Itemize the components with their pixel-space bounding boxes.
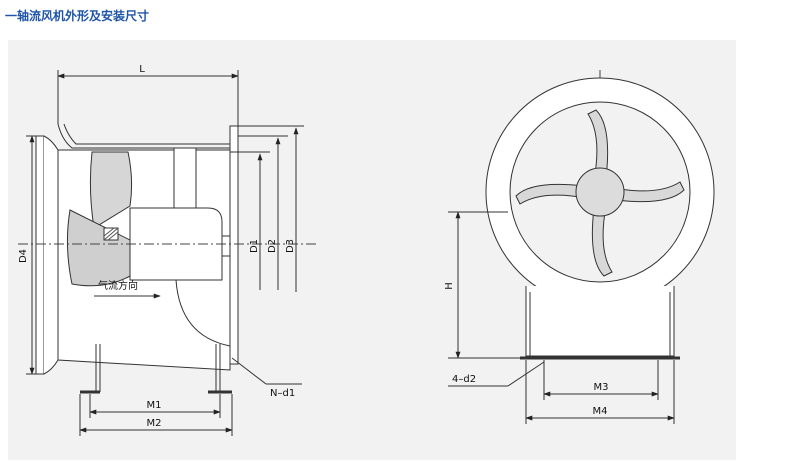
front-stand	[525, 286, 675, 357]
page-heading: 一轴流风机外形及安装尺寸	[5, 9, 150, 23]
label-D1: D1	[249, 239, 260, 253]
label-M3: M3	[594, 382, 609, 393]
fan-dimension-drawing: L D4 D1 D2 D3 气流方向 N–d1 M1 M2	[18, 64, 715, 436]
diffuser-curve	[175, 279, 231, 347]
motor-column	[173, 147, 197, 211]
label-L: L	[139, 64, 145, 75]
label-N-d1: N–d1	[270, 388, 295, 399]
inlet-bell	[43, 135, 59, 375]
label-M2: M2	[147, 418, 162, 429]
label-D4: D4	[18, 249, 29, 263]
hub-hatch	[103, 227, 119, 241]
label-airflow-direction: 气流方向	[98, 279, 138, 292]
outlet-lip	[57, 123, 231, 149]
drawing-panel: L D4 D1 D2 D3 气流方向 N–d1 M1 M2	[8, 40, 736, 460]
impeller-blade-upper	[89, 151, 133, 229]
motor-cap	[221, 235, 231, 257]
label-M1: M1	[147, 400, 162, 411]
label-D3: D3	[285, 239, 296, 253]
left-flange	[35, 135, 45, 375]
right-flange	[229, 125, 239, 365]
label-M4: M4	[593, 406, 608, 417]
impeller-blade-lower	[66, 209, 131, 287]
label-4-d2: 4–d2	[452, 374, 476, 385]
label-D2: D2	[267, 239, 278, 253]
front-hub	[575, 167, 625, 217]
front-view	[448, 70, 715, 424]
label-H: H	[444, 282, 455, 290]
outlet-lip-inner	[63, 123, 230, 145]
side-view	[18, 70, 318, 436]
leader-N-d1	[231, 357, 267, 385]
